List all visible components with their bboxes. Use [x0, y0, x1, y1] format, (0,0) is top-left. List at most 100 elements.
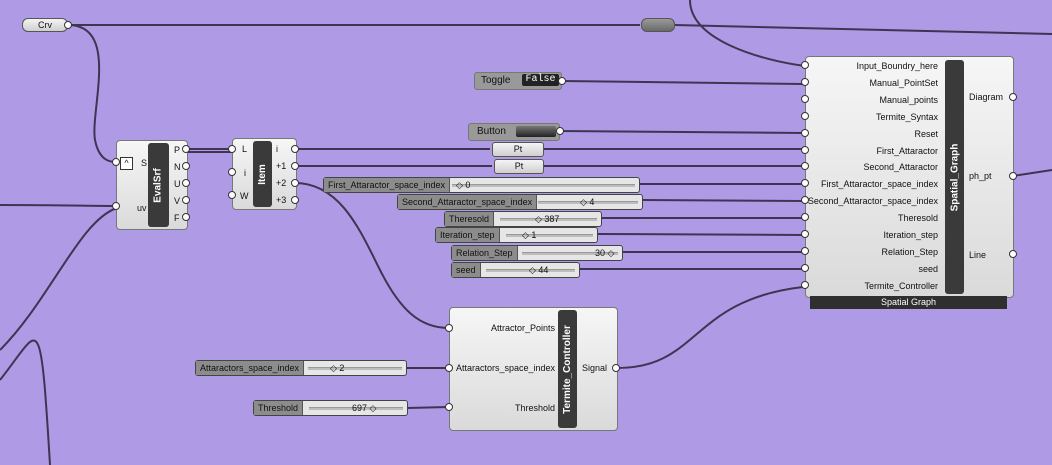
list-item-component[interactable]: L i W Item i +1 +2 +3	[232, 138, 297, 210]
slider-second-attractor-index[interactable]: Second_Attaractor_space_index ◇ 4	[397, 194, 643, 210]
param-grip[interactable]	[801, 111, 809, 120]
param-grip[interactable]	[801, 230, 809, 238]
param-grip[interactable]	[801, 61, 809, 69]
param-grip[interactable]	[64, 21, 72, 29]
param-grip[interactable]	[182, 213, 190, 221]
spatial-graph-title-bar[interactable]: Spatial_Graph	[945, 60, 964, 294]
param-grip[interactable]	[228, 191, 236, 199]
slider-value[interactable]: ◇ 1	[522, 230, 537, 240]
slider-value[interactable]: 697 ◇	[352, 403, 377, 413]
param-grip[interactable]	[228, 145, 236, 153]
param-grip[interactable]	[801, 145, 809, 154]
param-grip[interactable]	[1009, 250, 1017, 258]
param-grip[interactable]	[801, 280, 809, 289]
wire	[294, 182, 450, 329]
evalsrf-output-v: V	[174, 196, 181, 206]
button-face[interactable]	[516, 126, 556, 137]
evalsrf-input-uv: uv	[137, 203, 147, 213]
param-grip[interactable]	[112, 158, 120, 166]
slider-threshold[interactable]: Threshold 697 ◇	[253, 400, 408, 416]
param-grip[interactable]	[445, 403, 453, 411]
param-grip[interactable]	[801, 263, 809, 272]
evalsrf-component[interactable]: ^ S uv EvalSrf P N U V F	[116, 140, 188, 230]
slider-track[interactable]	[506, 234, 593, 237]
item-title-bar[interactable]: Item	[253, 141, 272, 207]
slider-name: Threshold	[254, 401, 304, 415]
slider-value-text: 0	[465, 180, 471, 190]
slider-track[interactable]	[309, 407, 403, 410]
slider-attractors-space-index[interactable]: Attaractors_space_index ◇ 2	[195, 360, 407, 376]
wire	[616, 286, 804, 369]
slider-value[interactable]: ◇ 0	[456, 180, 471, 190]
param-grip[interactable]	[801, 179, 809, 188]
slider-theresold[interactable]: Theresold ◇ 387	[444, 211, 602, 227]
slider-value[interactable]: 30 ◇	[595, 248, 615, 258]
param-grip[interactable]	[801, 162, 809, 171]
spatial-graph-output-line: Line	[969, 250, 987, 260]
slider-value[interactable]: ◇ 2	[330, 363, 345, 373]
slider-value[interactable]: ◇ 4	[580, 197, 595, 207]
param-grip[interactable]	[182, 145, 190, 153]
termite-output-signal: Signal	[582, 363, 608, 373]
evalsrf-input-s: S	[141, 158, 148, 168]
slider-first-attractor-index[interactable]: First_Attaractor_space_index ◇ 0	[323, 177, 640, 193]
param-grip[interactable]	[612, 364, 620, 372]
termite-controller-component[interactable]: Attractor_Points Attaractors_space_index…	[449, 307, 618, 431]
slider-track[interactable]	[522, 252, 618, 255]
spatial-graph-input-label: Termite_Syntax	[875, 111, 938, 122]
param-grip[interactable]	[801, 94, 809, 103]
param-grip[interactable]	[556, 127, 564, 135]
param-grip[interactable]	[182, 162, 190, 170]
relay-node[interactable]	[641, 18, 675, 32]
slider-track[interactable]	[308, 367, 402, 370]
param-grip[interactable]	[291, 162, 299, 170]
slider-relation-step[interactable]: Relation_Step 30 ◇	[451, 245, 623, 261]
slider-value-text: 4	[589, 197, 595, 207]
toggle-label: Toggle	[481, 75, 511, 86]
param-grip[interactable]	[801, 128, 809, 137]
param-grip[interactable]	[291, 179, 299, 187]
crv-label: Crv	[38, 20, 52, 30]
spatial-graph-input-label: First_Attaractor	[876, 145, 938, 156]
slider-iteration-step[interactable]: Iteration_step ◇ 1	[435, 227, 598, 243]
param-grip[interactable]	[801, 196, 809, 205]
param-grip[interactable]	[291, 196, 299, 204]
param-grip[interactable]	[801, 77, 809, 86]
param-grip[interactable]	[182, 196, 190, 204]
termite-input-attractor-points: Attractor_Points	[490, 323, 555, 333]
slider-seed[interactable]: seed ◇ 44	[451, 262, 580, 278]
slider-value-text: 1	[531, 230, 537, 240]
toggle-value[interactable]: False	[522, 74, 559, 86]
wire	[689, 0, 806, 67]
slider-track[interactable]	[452, 184, 635, 187]
evalsrf-title-bar[interactable]: EvalSrf	[148, 143, 169, 227]
termite-title-bar[interactable]: Termite_Controller	[558, 310, 577, 428]
param-grip[interactable]	[558, 77, 566, 85]
crv-param[interactable]: Crv	[22, 18, 68, 32]
param-grip[interactable]	[445, 364, 453, 372]
param-grip[interactable]	[228, 168, 236, 176]
spatial-graph-input-label: Termite_Controller	[864, 280, 938, 291]
spatial-graph-output-diagram: Diagram	[969, 92, 1004, 102]
slider-value[interactable]: ◇ 387	[535, 214, 560, 224]
slider-track[interactable]	[500, 218, 597, 221]
slider-value[interactable]: ◇ 44	[529, 265, 549, 275]
button-component[interactable]: Button	[468, 123, 560, 141]
boolean-toggle[interactable]: Toggle False	[474, 72, 562, 90]
param-grip[interactable]	[445, 324, 453, 332]
slider-track[interactable]	[486, 269, 575, 272]
param-grip[interactable]	[801, 213, 809, 222]
param-grip[interactable]	[112, 202, 120, 210]
pt-param-2[interactable]: Pt	[494, 159, 544, 174]
param-grip[interactable]	[801, 246, 809, 255]
slider-track[interactable]	[538, 201, 638, 204]
pt-param-1[interactable]: Pt	[492, 142, 544, 157]
param-grip[interactable]	[1009, 93, 1017, 101]
param-grip[interactable]	[1009, 172, 1017, 180]
param-grip[interactable]	[182, 179, 190, 187]
param-grip[interactable]	[291, 145, 299, 153]
button-label: Button	[477, 126, 506, 137]
